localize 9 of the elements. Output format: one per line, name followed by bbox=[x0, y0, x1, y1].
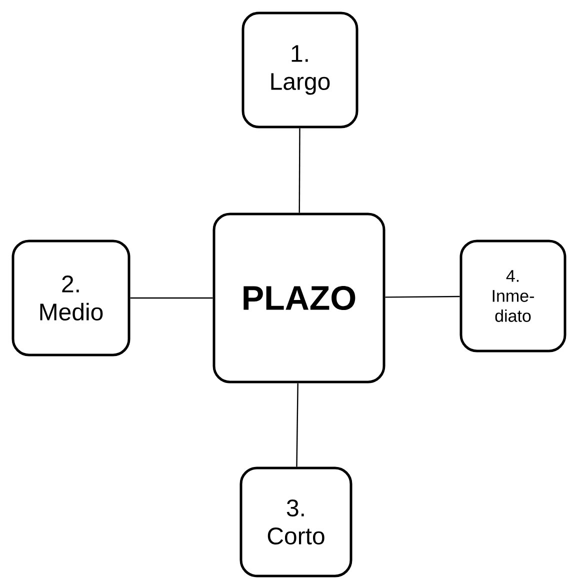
rounded-box: 3. Corto bbox=[240, 466, 352, 578]
rounded-box: PLAZO bbox=[212, 212, 386, 384]
connector-line bbox=[385, 296, 460, 298]
connector-line bbox=[296, 383, 298, 467]
rounded-box: 2. Medio bbox=[12, 240, 130, 356]
connector-line bbox=[130, 297, 213, 299]
rounded-box: 4. Inme-diato bbox=[460, 240, 566, 352]
rounded-box: 1. Largo bbox=[242, 12, 358, 128]
connector-line bbox=[298, 128, 300, 213]
